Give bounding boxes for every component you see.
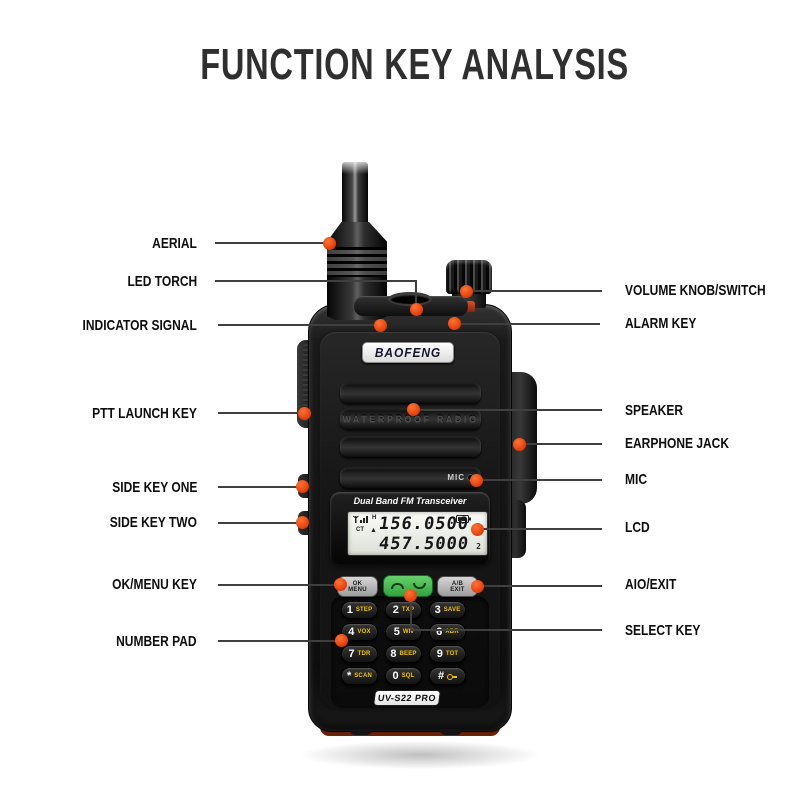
speaker-grille-slat [340, 382, 481, 403]
key-star: *SCAN [341, 667, 378, 685]
callout-line-speaker [414, 409, 602, 411]
callout-line-alarm-key [455, 323, 600, 325]
callout-line-ptt [218, 412, 304, 414]
callout-dot-side-key-one [296, 480, 309, 493]
callout-line-lcd [478, 528, 602, 530]
up-triangle-icon: ▲ [370, 527, 377, 534]
ok-label: OK [352, 580, 363, 587]
label-led-torch: LED TORCH [127, 273, 197, 290]
callout-line-ok-menu [218, 584, 340, 586]
battery-icon [456, 515, 471, 523]
brand-text: BAOFENG [374, 345, 442, 360]
label-mic: MIC [625, 471, 647, 488]
callout-dot-speaker [407, 403, 420, 416]
page-title: FUNCTION KEY ANALYSIS [200, 40, 630, 89]
label-aio-exit: AIO/EXIT [625, 576, 677, 593]
speaker-grille-slat: MIC [340, 467, 481, 488]
lcd-header-text: Dual Band FM Transceiver [353, 496, 467, 506]
callout-line-side-key-two [218, 522, 303, 524]
brand-badge: BAOFENG [362, 342, 454, 363]
callout-line-select-key-drop [410, 596, 412, 630]
label-speaker: SPEAKER [625, 402, 684, 419]
callout-line-number-pad [218, 640, 342, 642]
callout-line-led-torch-drop [415, 280, 417, 306]
callout-dot-ok-menu [334, 578, 347, 591]
callout-dot-side-key-two [296, 516, 309, 529]
radio-foot [440, 729, 462, 735]
radio-foot [350, 729, 372, 735]
lcd-module: Dual Band FM Transceiver H CT ▲ 156.0500… [330, 492, 490, 565]
callout-dot-mic [470, 474, 483, 487]
lock-key-icon [447, 673, 458, 680]
callout-dot-aio-exit [471, 580, 484, 593]
ok-menu-button: OK MENU [337, 576, 378, 597]
callout-line-aio-exit [478, 585, 602, 587]
callout-dot-lcd [471, 523, 484, 536]
label-lcd: LCD [625, 519, 650, 536]
menu-label: MENU [348, 586, 367, 593]
model-badge: UV-S22 PRO [373, 690, 441, 706]
label-side-key-two: SIDE KEY TWO [109, 514, 197, 531]
callout-dot-indicator-signal [374, 319, 387, 332]
label-earphone-jack: EARPHONE JACK [625, 435, 730, 452]
callout-line-led-torch [215, 280, 417, 282]
callout-dot-select-key [404, 589, 417, 602]
label-select-key: SELECT KEY [625, 622, 701, 639]
key-pound: # [429, 667, 466, 685]
callout-line-select-key [410, 629, 602, 631]
led-torch-lens [388, 292, 432, 306]
exit-label: EXIT [450, 586, 465, 593]
lcd-status-ct: CT [356, 527, 364, 533]
label-number-pad: NUMBER PAD [116, 633, 197, 650]
label-ok-menu-key: OK/MENU KEY [112, 576, 197, 593]
label-side-key-one: SIDE KEY ONE [111, 479, 197, 496]
callout-dot-aerial [323, 237, 336, 250]
antenna-fade [338, 158, 372, 174]
select-down-arc-icon [412, 583, 426, 589]
speaker-grille-slat [340, 436, 481, 457]
grille-text: WATERPROOF RADIO [342, 413, 479, 424]
callout-dot-volume-knob [460, 285, 473, 298]
label-ptt-launch-key: PTT LAUNCH KEY [92, 405, 197, 422]
callout-line-indicator-signal [218, 324, 380, 326]
mic-text: MIC [447, 473, 465, 482]
lcd-frequency-1: 156.0500 [377, 514, 471, 534]
label-volume-knob-switch: VOLUME KNOB/SWITCH [625, 282, 766, 299]
callout-line-mic [477, 479, 602, 481]
antenna-ridges [327, 247, 387, 277]
callout-line-aerial [215, 242, 329, 244]
lcd-screen: H CT ▲ 156.0500 1 457.5000 2 [347, 511, 488, 556]
speaker-grille-slat: WATERPROOF RADIO [340, 408, 481, 429]
lcd-status-h: H [372, 515, 377, 521]
label-indicator-signal: INDICATOR SIGNAL [82, 317, 197, 334]
callout-dot-earphone-jack [513, 438, 526, 451]
callout-dot-number-pad [335, 634, 348, 647]
callout-dot-led-torch [410, 303, 423, 316]
radio-shadow [295, 740, 545, 770]
callout-dot-alarm-key [448, 317, 461, 330]
lcd-frequency-2: 457.5000 [377, 534, 471, 554]
select-up-arc-icon [390, 583, 404, 589]
callout-line-side-key-one [218, 486, 303, 488]
callout-dot-ptt [298, 407, 311, 420]
model-text: UV-S22 PRO [377, 693, 437, 703]
lcd-channel-2: 2 [476, 542, 481, 551]
label-alarm-key: ALARM KEY [625, 315, 697, 332]
callout-line-earphone-jack [520, 443, 602, 445]
label-aerial: AERIAL [152, 235, 197, 252]
signal-strength-icon [353, 515, 368, 523]
callout-line-volume-knob [467, 290, 602, 292]
ab-label: A/B [451, 580, 464, 587]
